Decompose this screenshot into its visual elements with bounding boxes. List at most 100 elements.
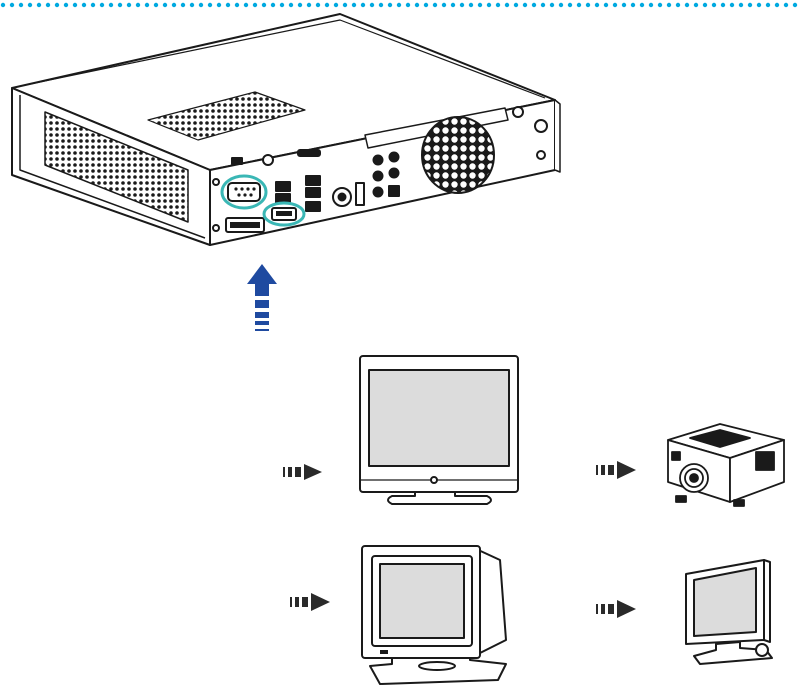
border-dot bbox=[315, 2, 321, 8]
border-dot bbox=[711, 2, 717, 8]
border-dot bbox=[513, 2, 519, 8]
vga-port-highlight bbox=[220, 174, 268, 210]
border-dot bbox=[225, 2, 231, 8]
border-dot bbox=[396, 2, 402, 8]
border-dot bbox=[54, 2, 60, 8]
border-dot bbox=[495, 2, 501, 8]
border-dot bbox=[27, 2, 33, 8]
border-dot bbox=[477, 2, 483, 8]
border-dot bbox=[0, 2, 6, 8]
border-dot bbox=[423, 2, 429, 8]
border-dot bbox=[333, 2, 339, 8]
border-dot bbox=[216, 2, 222, 8]
border-dot bbox=[279, 2, 285, 8]
border-dot bbox=[540, 2, 546, 8]
border-dot bbox=[72, 2, 78, 8]
border-dot bbox=[36, 2, 42, 8]
border-dot bbox=[153, 2, 159, 8]
border-dot bbox=[162, 2, 168, 8]
border-dot bbox=[792, 2, 798, 8]
right-arrow-icon bbox=[596, 461, 636, 479]
border-dot bbox=[63, 2, 69, 8]
right-arrow-icon bbox=[290, 593, 330, 611]
border-dot bbox=[522, 2, 528, 8]
border-dot bbox=[108, 2, 114, 8]
border-dot bbox=[549, 2, 555, 8]
border-dot bbox=[378, 2, 384, 8]
right-arrow-icon bbox=[283, 464, 322, 480]
border-dot bbox=[450, 2, 456, 8]
border-dot bbox=[657, 2, 663, 8]
border-dot bbox=[531, 2, 537, 8]
border-dot bbox=[126, 2, 132, 8]
border-dot bbox=[639, 2, 645, 8]
border-dot bbox=[99, 2, 105, 8]
border-dot bbox=[342, 2, 348, 8]
lcd-tv-icon bbox=[359, 355, 519, 505]
border-dot bbox=[261, 2, 267, 8]
border-dot bbox=[45, 2, 51, 8]
border-dot bbox=[648, 2, 654, 8]
border-dot bbox=[369, 2, 375, 8]
hdmi-port-highlight bbox=[262, 201, 306, 227]
right-arrow-icon bbox=[596, 600, 636, 618]
upward-dashed-arrow-icon bbox=[247, 264, 277, 331]
border-dot bbox=[504, 2, 510, 8]
border-dot bbox=[297, 2, 303, 8]
border-dot bbox=[576, 2, 582, 8]
border-dot bbox=[432, 2, 438, 8]
border-dot bbox=[9, 2, 15, 8]
border-dot bbox=[630, 2, 636, 8]
border-dot bbox=[207, 2, 213, 8]
border-dot bbox=[270, 2, 276, 8]
border-dot bbox=[720, 2, 726, 8]
border-dot bbox=[684, 2, 690, 8]
border-dot bbox=[783, 2, 789, 8]
border-dot bbox=[81, 2, 87, 8]
border-dot bbox=[693, 2, 699, 8]
border-dot bbox=[306, 2, 312, 8]
border-dot bbox=[351, 2, 357, 8]
border-dot bbox=[252, 2, 258, 8]
border-dot bbox=[558, 2, 564, 8]
border-dot bbox=[18, 2, 24, 8]
dotted-top-border bbox=[0, 2, 798, 8]
border-dot bbox=[360, 2, 366, 8]
border-dot bbox=[729, 2, 735, 8]
border-dot bbox=[414, 2, 420, 8]
border-dot bbox=[702, 2, 708, 8]
crt-monitor-icon bbox=[361, 545, 507, 685]
border-dot bbox=[738, 2, 744, 8]
border-dot bbox=[180, 2, 186, 8]
border-dot bbox=[567, 2, 573, 8]
projector-icon bbox=[667, 423, 785, 507]
border-dot bbox=[324, 2, 330, 8]
border-dot bbox=[756, 2, 762, 8]
border-dot bbox=[747, 2, 753, 8]
border-dot bbox=[198, 2, 204, 8]
border-dot bbox=[459, 2, 465, 8]
border-dot bbox=[441, 2, 447, 8]
border-dot bbox=[585, 2, 591, 8]
border-dot bbox=[774, 2, 780, 8]
border-dot bbox=[234, 2, 240, 8]
border-dot bbox=[144, 2, 150, 8]
border-dot bbox=[765, 2, 771, 8]
border-dot bbox=[621, 2, 627, 8]
border-dot bbox=[243, 2, 249, 8]
border-dot bbox=[171, 2, 177, 8]
lcd-monitor-icon bbox=[685, 559, 773, 665]
border-dot bbox=[405, 2, 411, 8]
border-dot bbox=[135, 2, 141, 8]
border-dot bbox=[675, 2, 681, 8]
border-dot bbox=[612, 2, 618, 8]
pc-chassis-icon bbox=[11, 13, 561, 246]
border-dot bbox=[90, 2, 96, 8]
border-dot bbox=[594, 2, 600, 8]
border-dot bbox=[189, 2, 195, 8]
border-dot bbox=[117, 2, 123, 8]
border-dot bbox=[288, 2, 294, 8]
border-dot bbox=[387, 2, 393, 8]
border-dot bbox=[666, 2, 672, 8]
